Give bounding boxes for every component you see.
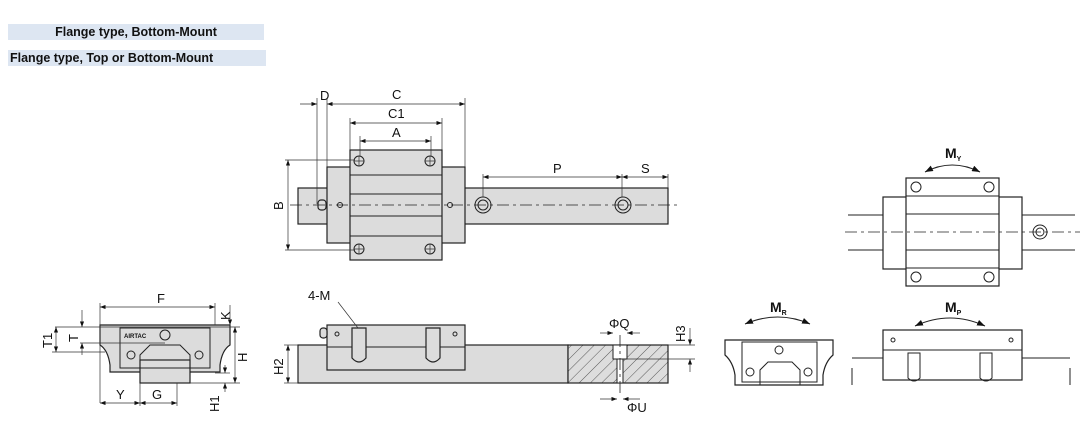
rail-profile: [139, 359, 191, 384]
dim-b-label: B: [271, 201, 286, 210]
moment-mp-label: MP: [945, 299, 962, 317]
dim-h-label: H: [235, 353, 250, 362]
front-view: AIRTAC F K H H1 T1 T Y G: [40, 291, 250, 412]
header-top-or-bottom-mount: Flange type, Top or Bottom-Mount: [8, 50, 266, 66]
dim-c-label: C: [392, 87, 401, 102]
dim-t1-label: T1: [40, 333, 55, 348]
mounting-hole-icon: [353, 155, 436, 255]
moment-mr-label: MR: [770, 299, 787, 317]
dim-u-label: ΦU: [627, 400, 647, 415]
dim-a-label: A: [392, 125, 401, 140]
dim-f-label: F: [157, 291, 165, 306]
dim-c1-label: C1: [388, 106, 405, 121]
dim-4m-label: 4-M: [308, 288, 330, 303]
dim-g-label: G: [152, 387, 162, 402]
moment-my-label: MY: [945, 145, 962, 163]
top-view: D C C1 A P S B: [271, 87, 678, 261]
dim-h1-label: H1: [207, 395, 222, 412]
dim-k-label: K: [218, 311, 233, 320]
dim-h2-label: H2: [271, 358, 286, 375]
header-bottom-mount: Flange type, Bottom-Mount: [8, 24, 264, 40]
moment-mp-view: MP: [851, 299, 1071, 385]
dim-s-label: S: [641, 161, 650, 176]
dim-p-label: P: [553, 161, 562, 176]
side-view: 4-M H2 H3 ΦQ ΦU: [271, 288, 695, 415]
logo: AIRTAC: [124, 334, 147, 340]
dim-h3-label: H3: [673, 325, 688, 342]
moment-mr-view: MR: [724, 299, 834, 386]
dim-y-label: Y: [116, 387, 125, 402]
moment-my-view: MY: [845, 145, 1080, 287]
dim-t-label: T: [66, 334, 81, 342]
carriage-front: [99, 324, 231, 373]
dim-d-label: D: [320, 88, 329, 103]
dim-q-label: ΦQ: [609, 316, 629, 331]
